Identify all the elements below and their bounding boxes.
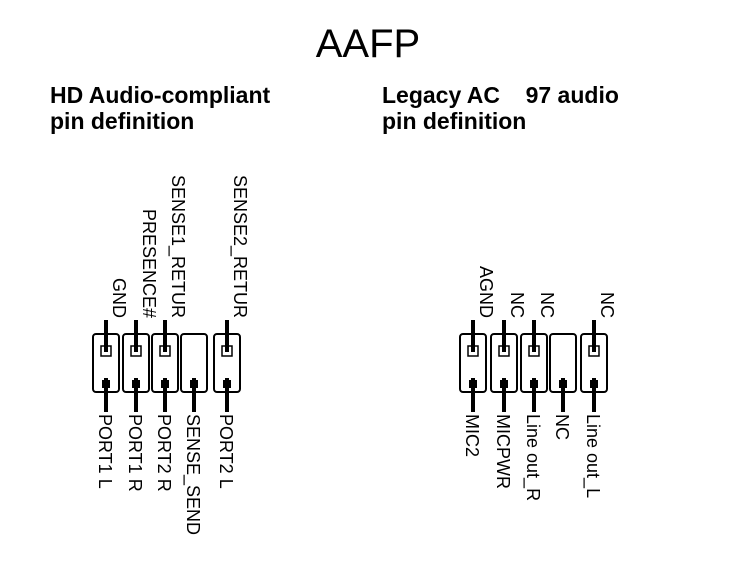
legacy-bottom-pin-pad-4 <box>559 380 567 388</box>
hd-bottom-label-1: PORT1 L <box>95 414 115 489</box>
legacy-ac97-pin-header: AGND MIC2 NC MICPWR NC Line out_R NC NC Line out… <box>459 266 617 501</box>
legacy-bottom-label-2: MICPWR <box>493 414 513 489</box>
hd-bottom-label-3: PORT2 R <box>154 414 174 492</box>
hd-bottom-pin-pad-3 <box>161 380 169 388</box>
hd-bottom-label-4: SENSE_SEND <box>182 414 203 535</box>
legacy-ac97-heading: Legacy AC 97 audio pin definition <box>382 82 619 134</box>
legacy-bottom-pin-pad-3 <box>530 380 538 388</box>
hd-bottom-pin-pad-4 <box>190 380 198 388</box>
hd-bottom-pin-pad-2 <box>132 380 140 388</box>
legacy-bottom-pin-pad-2 <box>500 380 508 388</box>
legacy-bottom-label-1: MIC2 <box>462 414 482 457</box>
hd-top-label-3: SENSE1_RETUR <box>167 175 188 318</box>
legacy-heading-line1: Legacy AC 97 audio <box>382 82 619 108</box>
legacy-bottom-pin-1 <box>471 378 475 412</box>
hd-top-pin-5 <box>225 320 229 352</box>
legacy-bottom-pin-pad-5 <box>590 380 598 388</box>
hd-bottom-pin-4 <box>192 378 196 412</box>
legacy-top-pin-pad-3 <box>528 345 540 357</box>
legacy-bottom-pin-5 <box>592 378 596 412</box>
diagram-title: AAFP <box>315 22 421 66</box>
hd-top-pin-3 <box>163 320 167 352</box>
legacy-bottom-pin-2 <box>502 378 506 412</box>
hd-bottom-pin-pad-5 <box>223 380 231 388</box>
legacy-bottom-label-3: Line out_R <box>522 414 543 501</box>
hd-bottom-pin-pad-1 <box>102 380 110 388</box>
hd-audio-heading: HD Audio-compliant pin definition <box>50 82 270 134</box>
legacy-top-label-5: NC <box>597 292 617 318</box>
hd-top-pin-pad-3 <box>159 345 171 357</box>
hd-top-pin-2 <box>134 320 138 352</box>
legacy-top-pin-1 <box>471 320 475 352</box>
legacy-top-pin-3 <box>532 320 536 352</box>
legacy-top-pin-pad-2 <box>498 345 510 357</box>
hd-top-label-2: PRESENCE# <box>139 209 159 318</box>
legacy-bottom-pin-pad-1 <box>469 380 477 388</box>
legacy-bottom-pin-3 <box>532 378 536 412</box>
hd-bottom-pin-3 <box>163 378 167 412</box>
hd-top-pin-pad-2 <box>130 345 142 357</box>
legacy-top-label-2: NC <box>507 292 527 318</box>
hd-heading-line2: pin definition <box>50 108 195 134</box>
legacy-bottom-label-4: NC <box>552 414 572 440</box>
hd-top-pin-pad-1 <box>100 345 112 357</box>
legacy-heading-line2: pin definition <box>382 108 527 134</box>
legacy-bottom-label-5: Line out_L <box>582 414 603 498</box>
legacy-top-pin-pad-1 <box>467 345 479 357</box>
hd-top-pin-1 <box>104 320 108 352</box>
hd-top-label-1: GND <box>109 278 129 318</box>
hd-bottom-pin-2 <box>134 378 138 412</box>
hd-bottom-pin-5 <box>225 378 229 412</box>
hd-audio-pin-header: GND PORT1 L PRESENCE# PORT1 R SENSE1_RETUR PO… <box>92 175 250 535</box>
legacy-top-pin-pad-5 <box>588 345 600 357</box>
legacy-bottom-pin-4 <box>561 378 565 412</box>
legacy-top-pin-2 <box>502 320 506 352</box>
hd-bottom-label-5: PORT2 L <box>216 414 236 489</box>
hd-bottom-pin-1 <box>104 378 108 412</box>
hd-top-label-5: SENSE2_RETUR <box>229 175 250 318</box>
legacy-top-pin-5 <box>592 320 596 352</box>
legacy-top-label-1: AGND <box>476 266 496 318</box>
legacy-top-label-3: NC <box>537 292 557 318</box>
hd-top-pin-pad-5 <box>221 345 233 357</box>
hd-bottom-label-2: PORT1 R <box>125 414 145 492</box>
hd-heading-line1: HD Audio-compliant <box>50 82 271 108</box>
